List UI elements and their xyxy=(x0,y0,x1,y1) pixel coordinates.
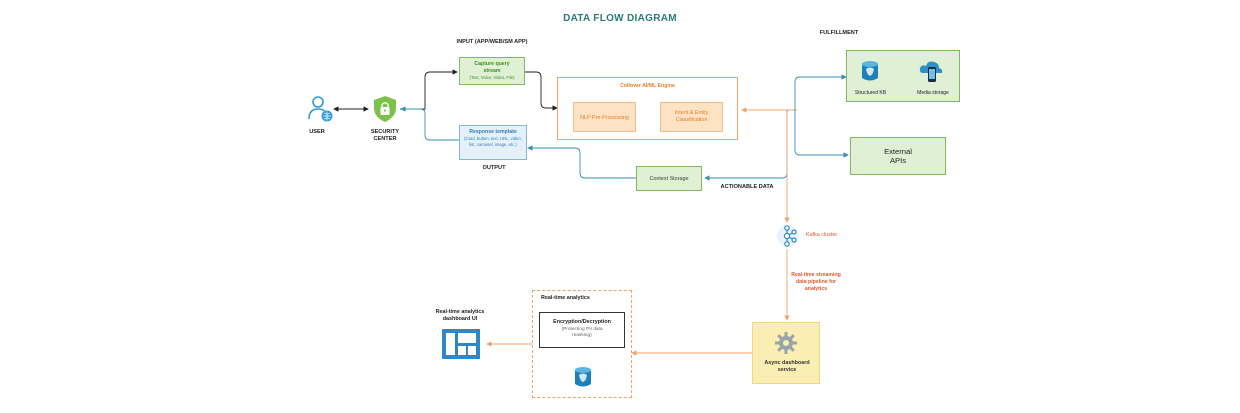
security-to-capture xyxy=(400,69,458,110)
response-to-security xyxy=(400,106,459,141)
user-icon xyxy=(306,95,334,123)
encryption-sub: (Protecting PII data masking) xyxy=(561,327,603,339)
database-icon xyxy=(861,60,879,87)
external-apis-box: External APIs xyxy=(850,137,946,175)
response-sub: (Card, button, text, URL, video, list, c… xyxy=(464,136,522,147)
realtime-analytics-box: Real-time analytics Encryption/Decryptio… xyxy=(532,290,632,398)
structured-kb-label: Structured KB xyxy=(854,90,887,96)
encrypted-database-icon xyxy=(574,366,592,393)
dashboard-icon xyxy=(442,329,480,364)
external-apis-label: External APIs xyxy=(884,147,912,166)
input-header: INPUT (APP/WEB/SM APP) xyxy=(456,39,528,45)
streaming-note: Real-time streaming data pipeline for an… xyxy=(791,272,841,293)
kafka-icon xyxy=(776,223,800,254)
cloud-phone-icon xyxy=(919,59,943,88)
capture-to-engine xyxy=(525,71,558,111)
dashboard-ui-label: Real-time analytics dashboard UI xyxy=(435,309,485,323)
hub-to-structured-kb xyxy=(794,74,847,110)
intent-classification-box: Intent & Entity Classification xyxy=(660,102,723,132)
capture-query-box: Capture query stream (Text, Voice, Video… xyxy=(459,57,525,85)
hub-to-external-apis xyxy=(794,110,849,158)
context-to-response xyxy=(527,145,636,179)
encryption-title: Encryption/Decryption xyxy=(553,319,611,325)
async-dashboard-box: Async dashboard service xyxy=(752,322,820,384)
context-storage-box: Context Storage xyxy=(636,166,702,191)
media-storage-label: Media storage xyxy=(917,90,949,96)
encryption-box: Encryption/Decryption (Protecting PII da… xyxy=(539,312,625,348)
output-label: OUTPUT xyxy=(482,165,506,171)
fulfillment-box: Structured KB Media storage xyxy=(846,50,960,102)
engine-title: Collover AI/ML Engine xyxy=(620,83,675,89)
diagram-title: DATA FLOW DIAGRAM xyxy=(563,13,677,24)
ai-ml-engine-box: Collover AI/ML Engine NLP Pre-Processing… xyxy=(557,77,738,140)
actionable-data-label: ACTIONABLE DATA xyxy=(720,184,774,190)
shield-lock-icon xyxy=(372,95,398,123)
security-label: SECURITY CENTER xyxy=(370,129,400,142)
nlp-preprocessing-box: NLP Pre-Processing xyxy=(573,102,636,132)
realtime-analytics-label: Real-time analytics xyxy=(541,295,590,301)
capture-sub: (Text, Voice, Video, File) xyxy=(469,74,515,80)
response-template-box: Response template (Card, button, text, U… xyxy=(459,125,527,160)
capture-title: Capture query stream xyxy=(474,61,510,74)
async-dashboard-label: Async dashboard service xyxy=(764,360,810,374)
response-title: Response template xyxy=(469,129,517,135)
fulfillment-label: FULFILLMENT xyxy=(819,30,859,36)
kafka-label: Kafka cluster xyxy=(806,232,838,238)
user-label: USER xyxy=(309,129,325,135)
gear-icon xyxy=(775,332,797,359)
